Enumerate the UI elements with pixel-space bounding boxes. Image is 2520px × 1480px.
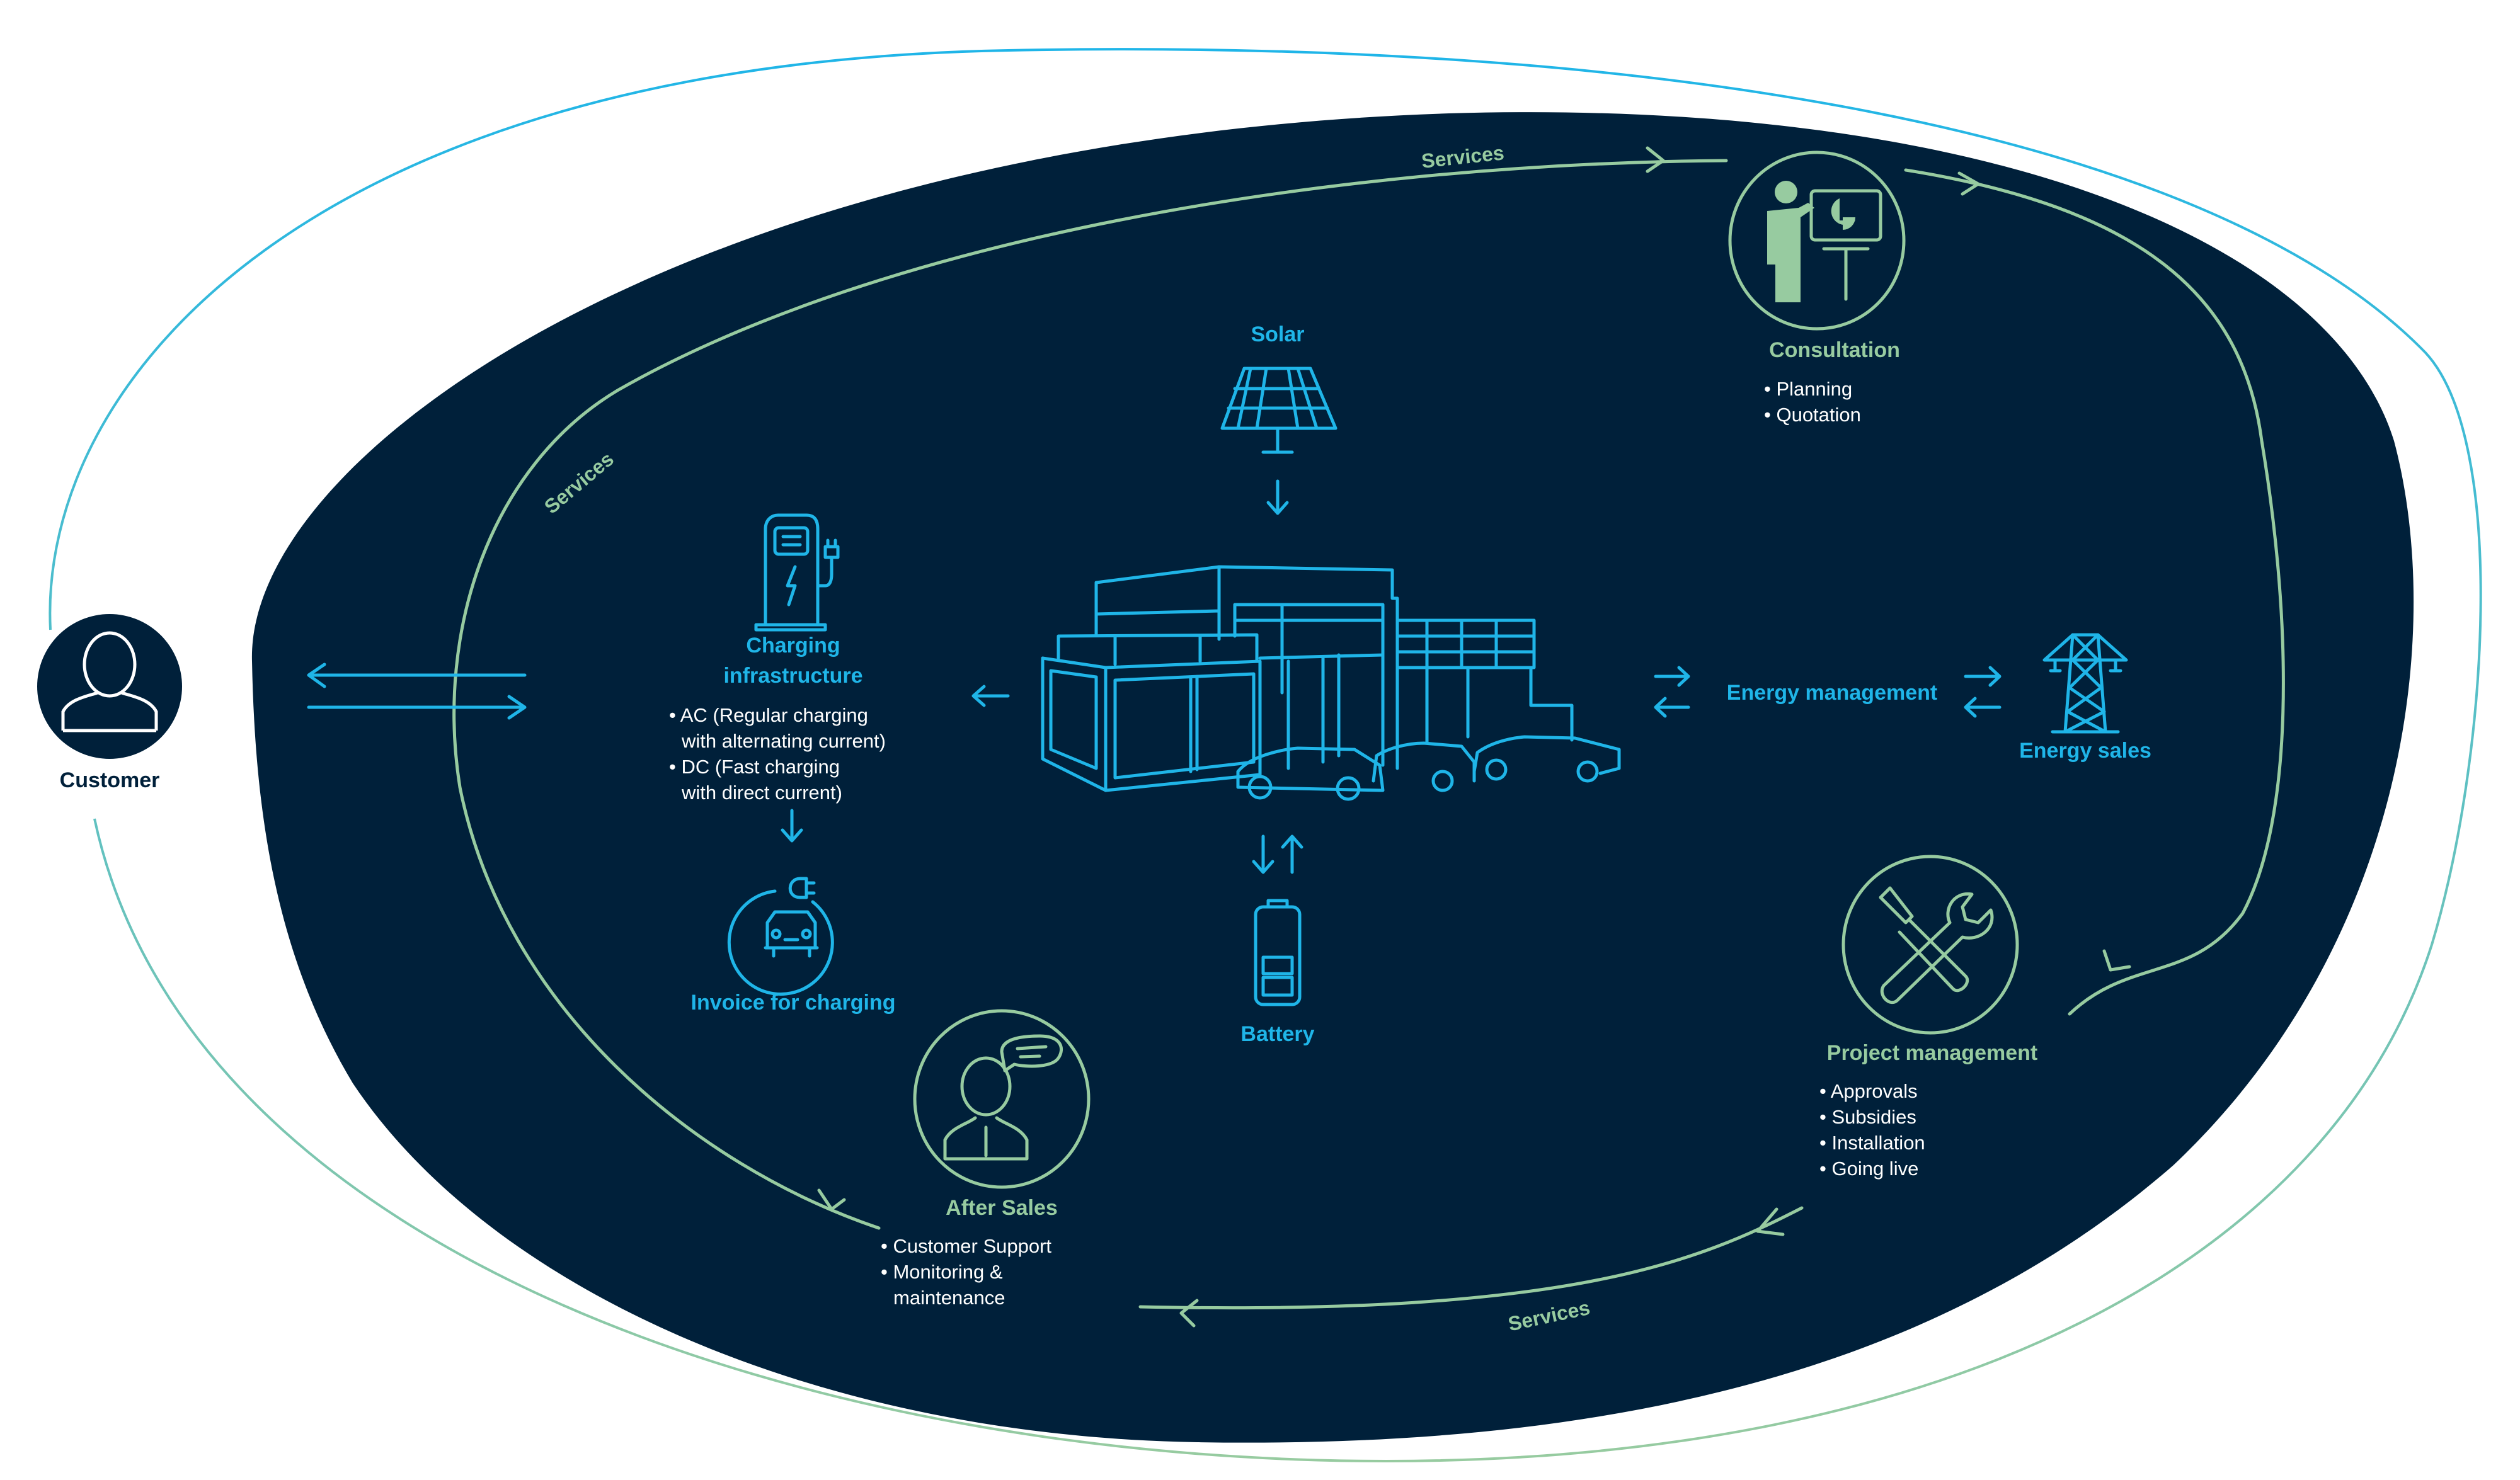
after-sales-label: After Sales xyxy=(946,1196,1058,1220)
arrow-down-icon xyxy=(781,809,803,843)
energy-sales-label: Energy sales xyxy=(2019,739,2151,763)
presenter-icon xyxy=(1767,181,1882,302)
charging-label-line1: Charging xyxy=(746,634,840,657)
building-with-cars-icon xyxy=(1041,565,1621,801)
energy-exchange-arrows-left xyxy=(1654,666,1690,718)
person-icon xyxy=(61,631,158,732)
battery-exchange-arrows xyxy=(1252,834,1303,874)
solar-label: Solar xyxy=(1251,322,1304,346)
customer-exchange-arrows xyxy=(307,663,527,720)
services-loop xyxy=(452,146,2285,1328)
charging-bullet: • AC (Regular charging xyxy=(669,704,868,726)
solar-panel-icon xyxy=(1220,367,1337,454)
project-management-label: Project management xyxy=(1827,1041,2037,1065)
consultation-label: Consultation xyxy=(1769,338,1900,362)
charging-bullet: with alternating current) xyxy=(681,730,886,752)
consultation-bullet: • Planning xyxy=(1764,378,1852,400)
customer-label: Customer xyxy=(60,768,160,792)
tools-icon xyxy=(1879,886,1994,1005)
power-pylon-icon xyxy=(2042,633,2128,734)
battery-icon xyxy=(1254,899,1302,1006)
customer-node[interactable] xyxy=(37,614,182,759)
arrow-down-icon xyxy=(1266,479,1289,515)
car-plug-icon xyxy=(727,877,834,996)
after-sales-bullet: • Monitoring & xyxy=(881,1261,1003,1283)
charging-bullet: • DC (Fast charging xyxy=(669,756,840,778)
charging-station-icon xyxy=(754,513,840,632)
charging-bullet: with direct current) xyxy=(681,782,842,804)
project-management-bullet: • Subsidies xyxy=(1819,1106,1916,1128)
invoice-label: Invoice for charging xyxy=(691,991,896,1015)
consultation-bullet: • Quotation xyxy=(1764,404,1861,426)
project-management-bullet: • Installation xyxy=(1819,1132,1925,1154)
consultation-node xyxy=(1728,151,1906,331)
project-management-bullet: • Going live xyxy=(1819,1158,1918,1180)
battery-label: Battery xyxy=(1240,1022,1314,1046)
after-sales-bullet: • Customer Support xyxy=(881,1235,1051,1257)
outer-loop xyxy=(49,48,2482,1463)
after-sales-bullet: maintenance xyxy=(893,1287,1005,1309)
project-management-node xyxy=(1841,855,2019,1035)
charging-label-line2: infrastructure xyxy=(723,664,862,688)
after-sales-node xyxy=(913,1009,1091,1189)
energy-exchange-arrows-right xyxy=(1964,666,2002,718)
ecosystem-blob xyxy=(251,112,2414,1443)
project-management-bullet: • Approvals xyxy=(1819,1080,1918,1102)
energy-management-label: Energy management xyxy=(1727,681,1937,705)
arrow-left-icon xyxy=(971,685,1010,707)
support-agent-icon xyxy=(943,1034,1063,1161)
